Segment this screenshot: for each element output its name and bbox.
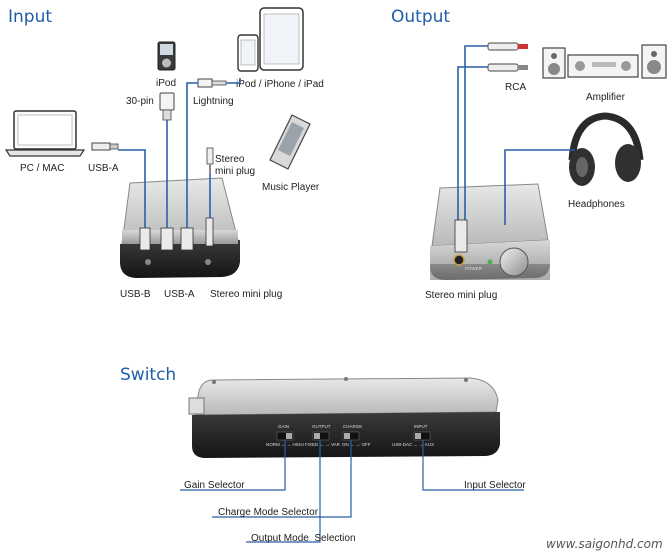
label-pc-mac: PC / MAC <box>20 163 64 174</box>
panel-power-label: POWER <box>465 266 483 271</box>
dac-amp-device-switch-view: GAIN OUTPUT CHARGE INPUT NORM ← → HIGH F… <box>188 377 500 458</box>
panel-input-label: INPUT <box>414 424 428 429</box>
label-lightning: Lightning <box>193 96 234 107</box>
label-music-player: Music Player <box>262 182 320 193</box>
30-pin-connector-icon <box>159 92 175 121</box>
panel-fixed-var: FIXED ← → VAR <box>305 442 341 447</box>
label-gain-selector: Gain Selector <box>184 480 245 491</box>
iphone-icon <box>237 34 259 72</box>
watermark: www.saigonhd.com <box>546 537 663 551</box>
ipad-icon <box>259 7 304 71</box>
plugged-connectors <box>139 217 214 265</box>
section-title-input: Input <box>8 7 52 27</box>
usb-a-plug-icon <box>91 142 119 151</box>
speaker-left-icon <box>542 47 566 79</box>
label-ipod: iPod <box>156 78 176 89</box>
label-stereo-line1: Stereo <box>215 154 245 165</box>
switch-gain[interactable] <box>276 431 294 441</box>
panel-gain-label: GAIN <box>278 424 289 429</box>
label-30-pin: 30-pin <box>126 96 154 107</box>
label-output-mode-selection: Output Mode Selection <box>251 533 356 544</box>
input-cables <box>118 78 241 228</box>
stereo-plug-icon <box>206 147 214 174</box>
label-amplifier: Amplifier <box>586 92 626 103</box>
label-stereo-line2: mini plug <box>215 166 255 177</box>
ipod-icon <box>157 41 176 71</box>
section-title-output: Output <box>391 7 450 27</box>
speaker-right-icon <box>641 44 667 79</box>
switch-callout-lines <box>180 440 524 543</box>
laptop-icon <box>4 110 86 157</box>
switch-input[interactable] <box>413 431 431 441</box>
label-stereo-mini-plug-output: Stereo mini plug <box>425 290 497 301</box>
label-headphones: Headphones <box>568 199 625 210</box>
lightning-connector-icon <box>197 78 227 88</box>
panel-on-off: ON ← → OFF <box>342 442 371 447</box>
label-usb-a-bottom: USB-A <box>164 289 195 300</box>
headphones-icon <box>568 112 644 186</box>
panel-charge-label: CHARGE <box>343 424 362 429</box>
label-usb-a-top: USB-A <box>88 163 119 174</box>
label-input-selector: Input Selector <box>464 480 526 491</box>
dac-amp-device-output-view: POWER <box>430 183 550 280</box>
music-player-icon <box>269 114 311 170</box>
switch-charge[interactable] <box>342 431 360 441</box>
label-stereo-mini-plug-bottom: Stereo mini plug <box>210 289 282 300</box>
switch-output[interactable] <box>312 431 330 441</box>
label-usb-b: USB-B <box>120 289 151 300</box>
rca-plugs-icon <box>487 42 528 72</box>
section-title-switch: Switch <box>120 365 176 385</box>
panel-output-label: OUTPUT <box>312 424 331 429</box>
label-rca: RCA <box>505 82 526 93</box>
panel-usb-aux: USB-DAC ← → AUX <box>392 442 434 447</box>
label-charge-mode-selector: Charge Mode Selector <box>218 507 319 518</box>
label-ipod-iphone-ipad: iPod / iPhone / iPad <box>236 79 324 90</box>
output-cables <box>454 45 575 253</box>
dac-amp-device-input-view <box>120 177 240 278</box>
amplifier-icon <box>567 54 639 78</box>
